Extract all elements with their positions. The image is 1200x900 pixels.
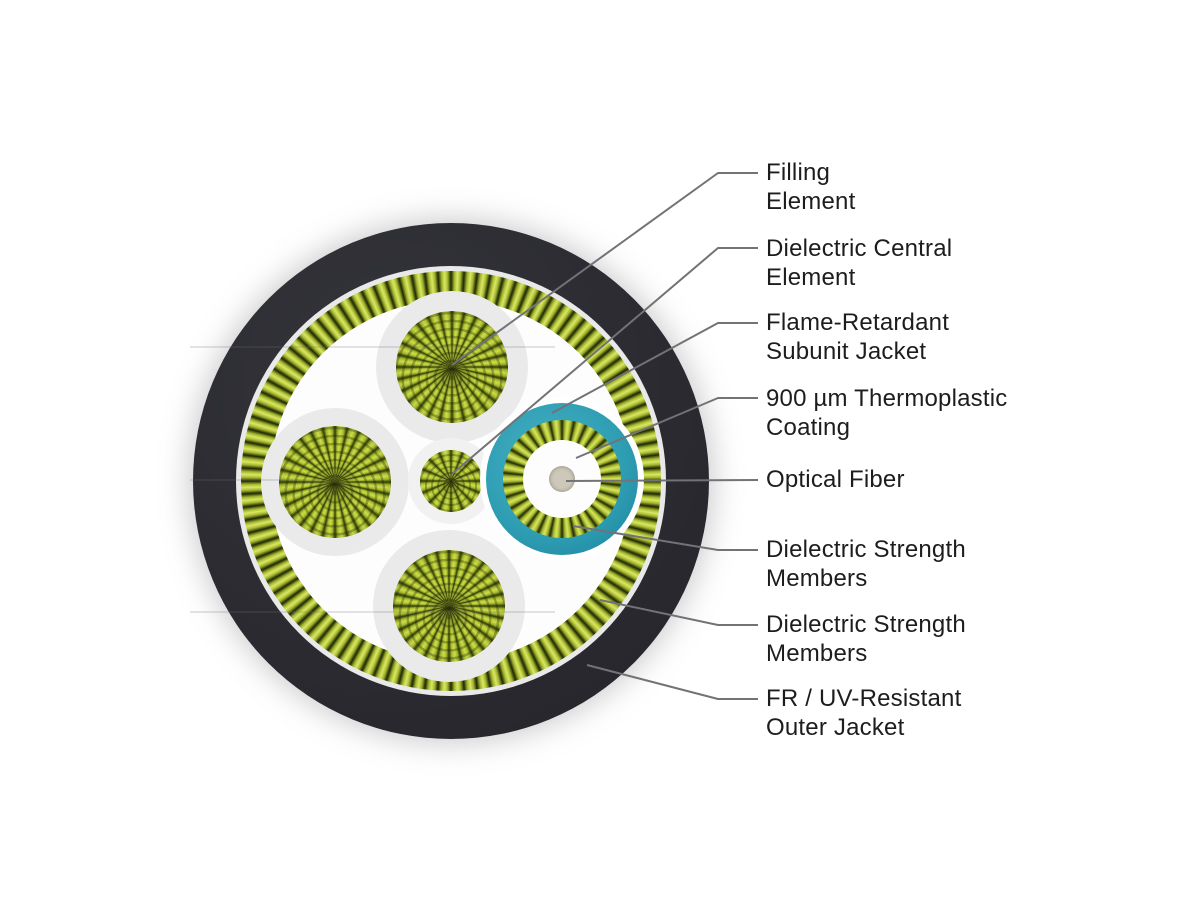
label-dielectric-central-element: Dielectric Central Element <box>766 235 953 291</box>
filling-element-top <box>396 311 508 423</box>
label-subunit-strength-members: Dielectric Strength Members <box>766 536 966 592</box>
label-optical-fiber: Optical Fiber <box>766 466 905 493</box>
filling-element-left <box>279 426 391 538</box>
dielectric-central-element <box>420 450 482 512</box>
label-cable-strength-members: Dielectric Strength Members <box>766 611 966 667</box>
label-thermoplastic-coating: 900 µm Thermoplastic Coating <box>766 385 1008 441</box>
label-filling-element: Filling Element <box>766 159 856 215</box>
label-outer-jacket: FR / UV-Resistant Outer Jacket <box>766 685 962 741</box>
label-flame-retardant-subunit-jacket: Flame-Retardant Subunit Jacket <box>766 309 950 365</box>
filling-element-bottom <box>393 550 505 662</box>
optical-fiber-dot <box>549 466 575 492</box>
